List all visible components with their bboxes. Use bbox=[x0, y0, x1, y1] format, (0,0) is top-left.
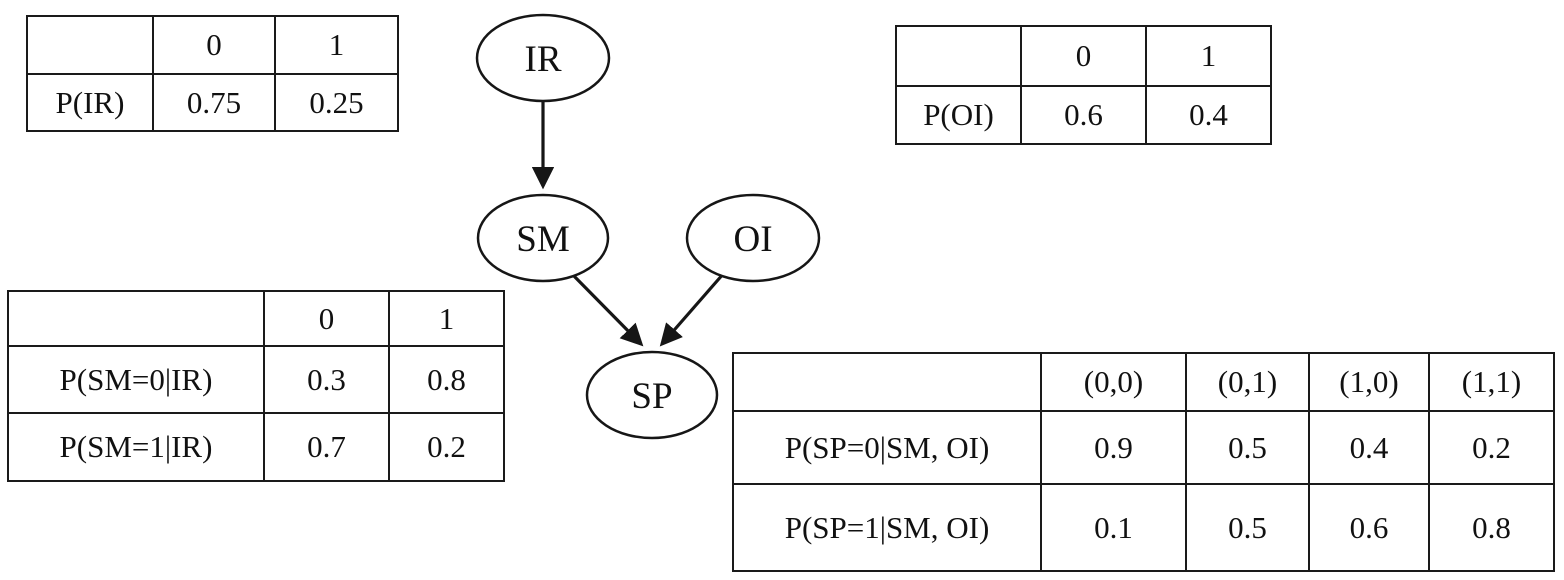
cpt-header-row: (0,0) (0,1) (1,0) (1,1) bbox=[732, 352, 1555, 412]
cpt-header-row: 0 1 bbox=[7, 290, 505, 347]
cpt-header-cell: (1,1) bbox=[1428, 352, 1555, 412]
cpt-value-cell: 0.6 bbox=[1020, 85, 1147, 145]
cpt-row-label: P(SM=0|IR) bbox=[7, 345, 265, 414]
node-ir: IR bbox=[475, 13, 611, 103]
cpt-row-label: P(SP=0|SM, OI) bbox=[732, 410, 1042, 485]
cpt-data-row: P(SP=1|SM, OI) 0.1 0.5 0.6 0.8 bbox=[732, 483, 1555, 572]
cpt-table-p-ir: 0 1 P(IR) 0.75 0.25 bbox=[26, 15, 399, 132]
cpt-value-cell: 0.7 bbox=[263, 412, 390, 482]
node-sm-ellipse bbox=[476, 193, 610, 283]
edge-sm-sp-arrow bbox=[569, 271, 644, 347]
cpt-data-row: P(SM=1|IR) 0.7 0.2 bbox=[7, 412, 505, 482]
cpt-header-cell: (0,1) bbox=[1185, 352, 1310, 412]
cpt-value-cell: 0.25 bbox=[274, 73, 399, 132]
cpt-data-row: P(OI) 0.6 0.4 bbox=[895, 85, 1272, 145]
cpt-value-cell: 0.5 bbox=[1185, 483, 1310, 572]
cpt-header-cell: 1 bbox=[274, 15, 399, 75]
node-sm-label: SM bbox=[516, 219, 569, 260]
cpt-value-cell: 0.2 bbox=[1428, 410, 1555, 485]
cpt-corner-cell bbox=[7, 290, 265, 347]
cpt-row-label: P(SP=1|SM, OI) bbox=[732, 483, 1042, 572]
cpt-header-cell: (0,0) bbox=[1040, 352, 1187, 412]
cpt-corner-cell bbox=[26, 15, 154, 75]
cpt-row-label: P(OI) bbox=[895, 85, 1022, 145]
cpt-header-cell: 0 bbox=[152, 15, 276, 75]
cpt-header-cell: 1 bbox=[1145, 25, 1272, 87]
node-sp: SP bbox=[585, 350, 719, 440]
cpt-corner-cell bbox=[895, 25, 1022, 87]
cpt-value-cell: 0.4 bbox=[1308, 410, 1430, 485]
cpt-value-cell: 0.75 bbox=[152, 73, 276, 132]
cpt-value-cell: 0.3 bbox=[263, 345, 390, 414]
cpt-value-cell: 0.5 bbox=[1185, 410, 1310, 485]
node-oi: OI bbox=[685, 193, 821, 283]
cpt-header-row: 0 1 bbox=[895, 25, 1272, 87]
node-sp-ellipse bbox=[585, 350, 719, 440]
node-sm: SM bbox=[476, 193, 610, 283]
node-oi-ellipse bbox=[685, 193, 821, 283]
cpt-value-cell: 0.4 bbox=[1145, 85, 1272, 145]
cpt-value-cell: 0.1 bbox=[1040, 483, 1187, 572]
node-ir-ellipse bbox=[475, 13, 611, 103]
cpt-table-p-oi: 0 1 P(OI) 0.6 0.4 bbox=[895, 25, 1272, 145]
cpt-value-cell: 0.9 bbox=[1040, 410, 1187, 485]
cpt-header-cell: 0 bbox=[263, 290, 390, 347]
cpt-corner-cell bbox=[732, 352, 1042, 412]
edge-oi-sp-arrow bbox=[659, 271, 726, 347]
cpt-data-row: P(SM=0|IR) 0.3 0.8 bbox=[7, 345, 505, 414]
cpt-header-cell: 0 bbox=[1020, 25, 1147, 87]
cpt-value-cell: 0.8 bbox=[388, 345, 505, 414]
cpt-header-row: 0 1 bbox=[26, 15, 399, 75]
cpt-value-cell: 0.8 bbox=[1428, 483, 1555, 572]
node-ir-label: IR bbox=[525, 39, 562, 80]
node-sp-label: SP bbox=[631, 376, 672, 417]
cpt-table-p-sm-given-ir: 0 1 P(SM=0|IR) 0.3 0.8 P(SM=1|IR) 0.7 0.… bbox=[7, 290, 505, 482]
cpt-value-cell: 0.2 bbox=[388, 412, 505, 482]
cpt-data-row: P(IR) 0.75 0.25 bbox=[26, 73, 399, 132]
cpt-value-cell: 0.6 bbox=[1308, 483, 1430, 572]
cpt-table-p-sp-given-sm-oi: (0,0) (0,1) (1,0) (1,1) P(SP=0|SM, OI) 0… bbox=[732, 352, 1555, 572]
cpt-row-label: P(SM=1|IR) bbox=[7, 412, 265, 482]
cpt-row-label: P(IR) bbox=[26, 73, 154, 132]
cpt-data-row: P(SP=0|SM, OI) 0.9 0.5 0.4 0.2 bbox=[732, 410, 1555, 485]
node-oi-label: OI bbox=[733, 219, 772, 260]
cpt-header-cell: (1,0) bbox=[1308, 352, 1430, 412]
cpt-header-cell: 1 bbox=[388, 290, 505, 347]
